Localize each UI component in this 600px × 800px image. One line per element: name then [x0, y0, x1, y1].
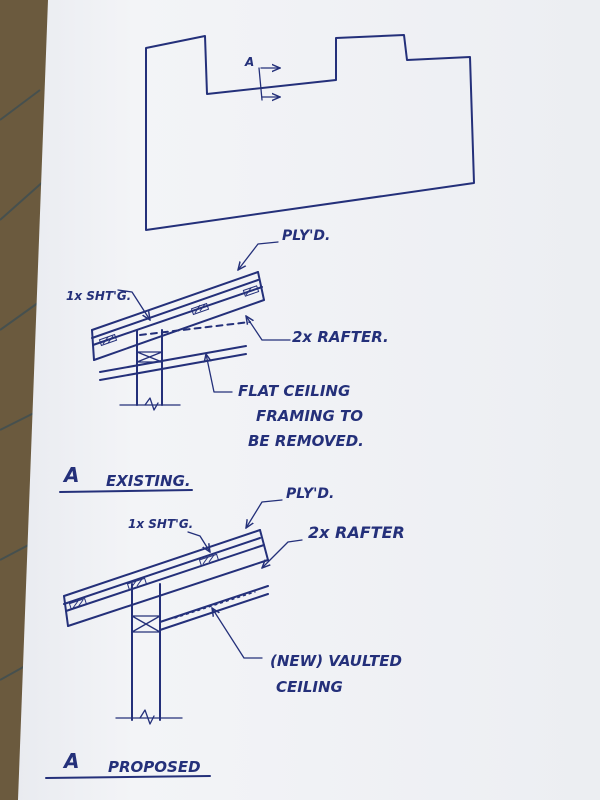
- section-cut-line: [258, 67, 263, 101]
- proposed-rafter-label: 2x RAFTER: [308, 523, 405, 542]
- existing-rafter-label: 2x RAFTER.: [292, 328, 389, 346]
- section-proposed: PLY'D. 1x SHT'G. 2x RAFTER (NEW) VAULTED…: [45, 486, 405, 779]
- existing-shingle-label: 1x SHT'G.: [66, 289, 131, 303]
- existing-shingle-leader: [117, 289, 150, 320]
- proposed-wall: [131, 583, 161, 721]
- existing-ceiling-joist: [99, 345, 247, 381]
- proposed-shingle-label: 1x SHT'G.: [128, 517, 193, 531]
- table-pattern: [0, 89, 46, 681]
- proposed-ceiling-hatch: [174, 591, 256, 619]
- plan-outline: [145, 34, 475, 231]
- proposed-rafter: [67, 559, 269, 627]
- proposed-ceiling-label-1: (NEW) VAULTED: [270, 652, 402, 670]
- proposed-ridge-end: [259, 529, 269, 561]
- existing-plywood-label: PLY'D.: [282, 228, 330, 244]
- floor-plan: A: [145, 34, 475, 231]
- existing-ceiling-label-1: FLAT CEILING: [238, 382, 350, 400]
- proposed-sheathing: [65, 544, 265, 612]
- existing-rafter-leader: [246, 316, 291, 341]
- proposed-ceiling-leader: [212, 608, 263, 659]
- section-marker: A: [244, 55, 254, 69]
- proposed-top-plate: [131, 615, 161, 633]
- proposed-plywood: [63, 529, 261, 605]
- existing-title-label: EXISTING.: [106, 472, 191, 490]
- proposed-shingle-leader: [187, 531, 210, 552]
- proposed-title-underline: [45, 775, 211, 779]
- proposed-ceiling-label-2: CEILING: [276, 678, 343, 696]
- existing-ceiling-label-2: FRAMING TO: [256, 407, 363, 425]
- paper-sheet: [18, 0, 600, 800]
- existing-sheathing-hatch: [98, 285, 260, 347]
- existing-title-marker: A: [62, 463, 79, 487]
- existing-ridge-end: [257, 271, 265, 301]
- existing-ceiling-label-3: BE REMOVED.: [248, 432, 364, 450]
- existing-eave-end: [91, 329, 95, 361]
- existing-top-plate: [136, 351, 163, 363]
- proposed-plywood-label: PLY'D.: [286, 486, 334, 502]
- proposed-rafter-leader: [262, 539, 303, 568]
- existing-title-underline: [59, 489, 193, 493]
- proposed-plywood-leader: [246, 499, 283, 528]
- existing-wall-break: [144, 397, 159, 411]
- proposed-wall-break: [139, 709, 155, 725]
- proposed-sheathing-hatch: [68, 553, 220, 610]
- existing-wall: [136, 329, 163, 406]
- section-existing: PLY'D. 1x SHT'G. 2x RAFTER. FLAT CEILING…: [59, 228, 389, 493]
- existing-sheathing: [92, 286, 263, 346]
- existing-flat-ceiling: [139, 321, 251, 336]
- existing-plywood: [91, 271, 259, 339]
- proposed-title-marker: A: [62, 749, 79, 773]
- existing-ceiling-leader: [206, 354, 233, 393]
- proposed-title-label: PROPOSED: [108, 758, 201, 776]
- proposed-eave-end: [63, 595, 69, 627]
- existing-plywood-leader: [238, 241, 279, 270]
